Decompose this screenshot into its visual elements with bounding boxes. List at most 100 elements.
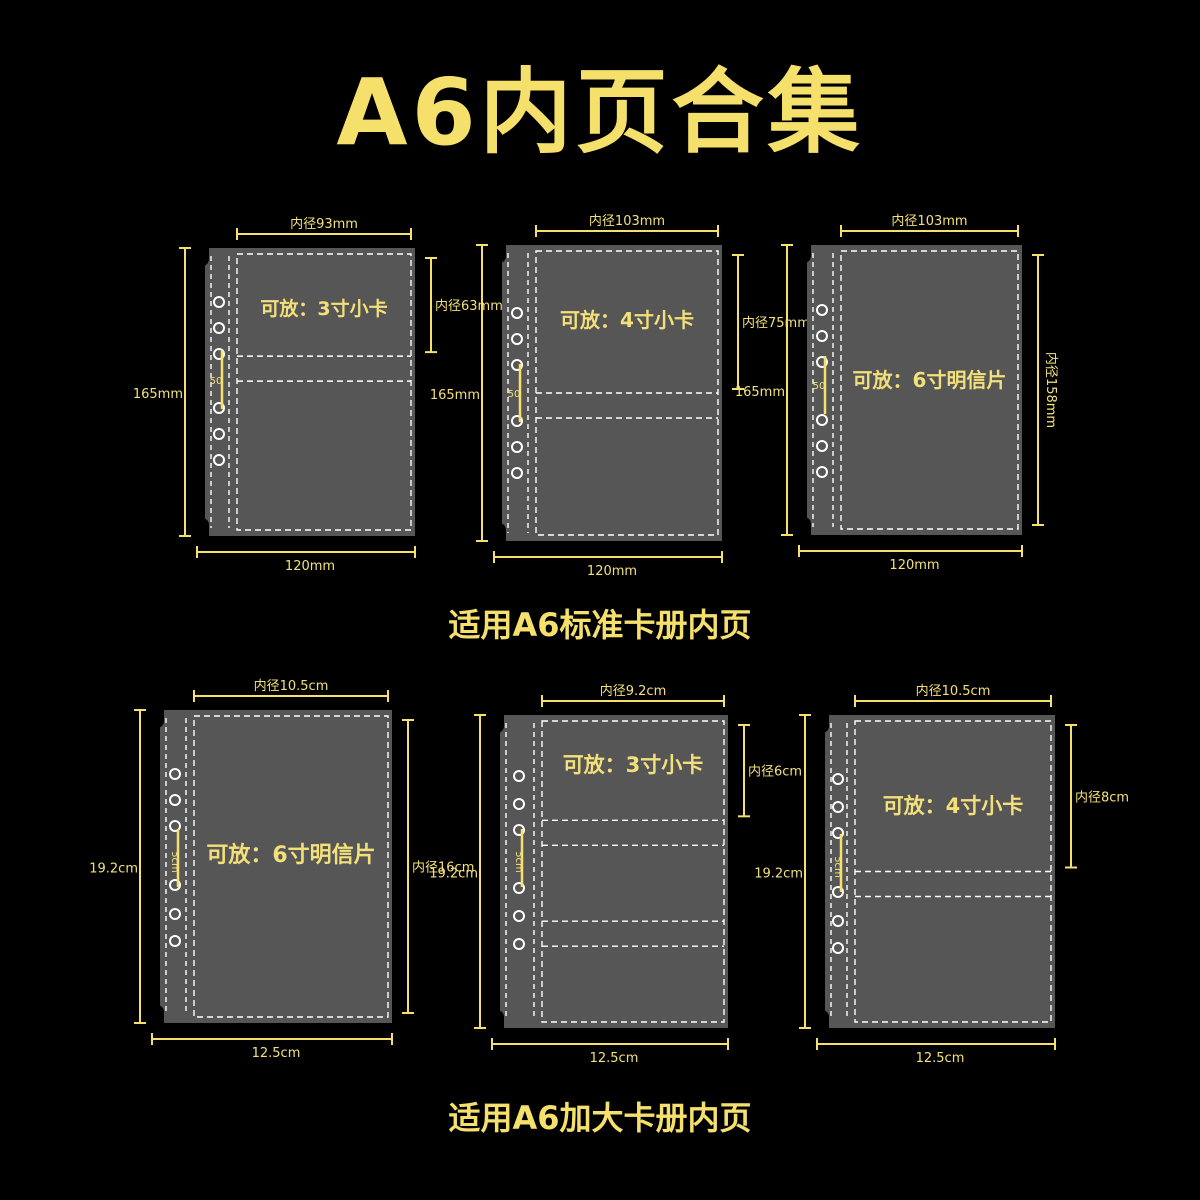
pocket-outline: [541, 720, 725, 1023]
sheet-diagram-standard-3inch: 50 可放：3寸小卡 内径93mm 120mm 165mm 内径63mm: [133, 216, 503, 574]
binder-hole-2: [816, 356, 828, 368]
binder-hole-1: [832, 801, 844, 813]
binder-hole-4: [169, 908, 181, 920]
sheet-diagram-standard-6inch: 50 可放：6寸明信片 内径103mm 120mm 165mm 内径158mm: [735, 213, 1059, 573]
sheet-body: [500, 715, 728, 1028]
binder-hole-1: [511, 333, 523, 345]
inner-height-label: 内径16cm: [412, 860, 474, 876]
page-title: A6内页合集: [336, 59, 864, 166]
outer-width-label: 12.5cm: [590, 1051, 639, 1066]
card-capacity-label: 可放：4寸小卡: [883, 794, 1024, 818]
inner-width-label: 内径10.5cm: [254, 678, 329, 694]
section-caption-large: 适用A6加大卡册内页: [448, 1099, 752, 1137]
outer-width-label: 120mm: [285, 559, 335, 574]
ring-spacing-label: 50: [508, 389, 521, 400]
outer-height-label: 19.2cm: [89, 862, 138, 877]
ring-spacing-label: 50: [210, 376, 223, 387]
binder-hole-1: [169, 794, 181, 806]
binder-hole-5: [816, 466, 828, 478]
bottom-notch: [195, 518, 209, 544]
outer-height-label: 165mm: [430, 388, 480, 403]
binder-hole-3: [511, 415, 523, 427]
binder-hole-2: [511, 359, 523, 371]
bottom-notch: [815, 1010, 829, 1036]
binder-hole-0: [213, 296, 225, 308]
sheet-body: [205, 248, 415, 536]
pocket-outline: [236, 253, 412, 531]
binder-hole-5: [511, 467, 523, 479]
top-notch: [195, 240, 209, 266]
inner-width-label: 内径10.5cm: [916, 683, 991, 699]
top-notch: [150, 702, 164, 728]
inner-height-label: 内径8cm: [1075, 789, 1129, 805]
binder-hole-3: [832, 886, 844, 898]
inner-width-label: 内径103mm: [589, 213, 665, 229]
binder-hole-2: [513, 824, 525, 836]
binder-hole-1: [213, 322, 225, 334]
top-notch: [797, 237, 811, 263]
inner-height-label: 内径63mm: [435, 298, 503, 314]
binder-hole-5: [169, 935, 181, 947]
card-capacity-label: 可放：6寸明信片: [853, 368, 1007, 392]
sheet-body: [807, 245, 1022, 535]
top-notch: [490, 707, 504, 733]
pocket-outline: [840, 250, 1019, 530]
binder-hole-0: [513, 770, 525, 782]
inner-width-label: 内径93mm: [290, 216, 358, 232]
binder-hole-1: [513, 798, 525, 810]
binder-hole-5: [513, 938, 525, 950]
binder-hole-4: [513, 910, 525, 922]
outer-width-label: 120mm: [889, 558, 939, 573]
binder-hole-5: [213, 454, 225, 466]
binder-hole-3: [213, 402, 225, 414]
sheet-diagram-large-4inch: 5cm 可放：4寸小卡 内径10.5cm 12.5cm 19.2cm 内径8cm: [754, 683, 1129, 1066]
binder-hole-4: [832, 915, 844, 927]
card-capacity-label: 可放：4寸小卡: [560, 308, 694, 332]
bottom-notch: [492, 523, 506, 549]
ring-spacing-label: 5cm: [832, 856, 843, 878]
binder-hole-1: [816, 330, 828, 342]
outer-width-label: 120mm: [587, 564, 637, 579]
binder-hole-2: [169, 820, 181, 832]
binder-hole-0: [816, 304, 828, 316]
sheet-diagram-large-3inch: 5cm 可放：3寸小卡 内径9.2cm 12.5cm 19.2cm 内径6cm: [429, 683, 802, 1066]
ring-spacing-label: 5cm: [513, 851, 524, 873]
binder-hole-3: [816, 414, 828, 426]
binder-hole-2: [213, 348, 225, 360]
inner-width-label: 内径9.2cm: [600, 683, 667, 699]
bottom-notch: [490, 1010, 504, 1036]
sheet-body: [160, 710, 392, 1023]
outer-height-label: 165mm: [735, 385, 785, 400]
binder-hole-5: [832, 942, 844, 954]
binder-hole-3: [169, 879, 181, 891]
sheet-diagram-large-6inch: 5cm 可放：6寸明信片 内径10.5cm 12.5cm 19.2cm 内径16cm: [89, 678, 474, 1061]
card-capacity-label: 可放：3寸小卡: [563, 753, 704, 777]
inner-height-label: 内径6cm: [748, 764, 802, 780]
ring-spacing-label: 50: [813, 381, 826, 392]
card-capacity-label: 可放：6寸明信片: [206, 842, 375, 868]
bottom-notch: [150, 1005, 164, 1031]
top-notch: [492, 237, 506, 263]
bottom-notch: [797, 517, 811, 543]
outer-width-label: 12.5cm: [916, 1051, 965, 1066]
binder-hole-4: [213, 428, 225, 440]
sheet-diagram-standard-4inch: 50 可放：4寸小卡 内径103mm 120mm 165mm 内径75mm: [430, 213, 810, 579]
binder-hole-4: [511, 441, 523, 453]
ring-spacing-label: 5cm: [169, 851, 180, 873]
card-capacity-label: 可放：3寸小卡: [260, 297, 387, 320]
outer-height-label: 165mm: [133, 387, 183, 402]
inner-width-label: 内径103mm: [891, 213, 967, 229]
binder-hole-0: [169, 768, 181, 780]
binder-hole-4: [816, 440, 828, 452]
outer-width-label: 12.5cm: [252, 1046, 301, 1061]
top-notch: [815, 707, 829, 733]
section-caption-standard: 适用A6标准卡册内页: [448, 606, 752, 644]
outer-height-label: 19.2cm: [754, 867, 803, 882]
outer-height-label: 19.2cm: [429, 867, 478, 882]
inner-height-label: 内径75mm: [742, 315, 810, 331]
inner-height-label: 内径158mm: [1043, 352, 1059, 428]
binder-hole-0: [511, 307, 523, 319]
binder-hole-2: [832, 827, 844, 839]
binder-hole-0: [832, 773, 844, 785]
binder-hole-3: [513, 882, 525, 894]
